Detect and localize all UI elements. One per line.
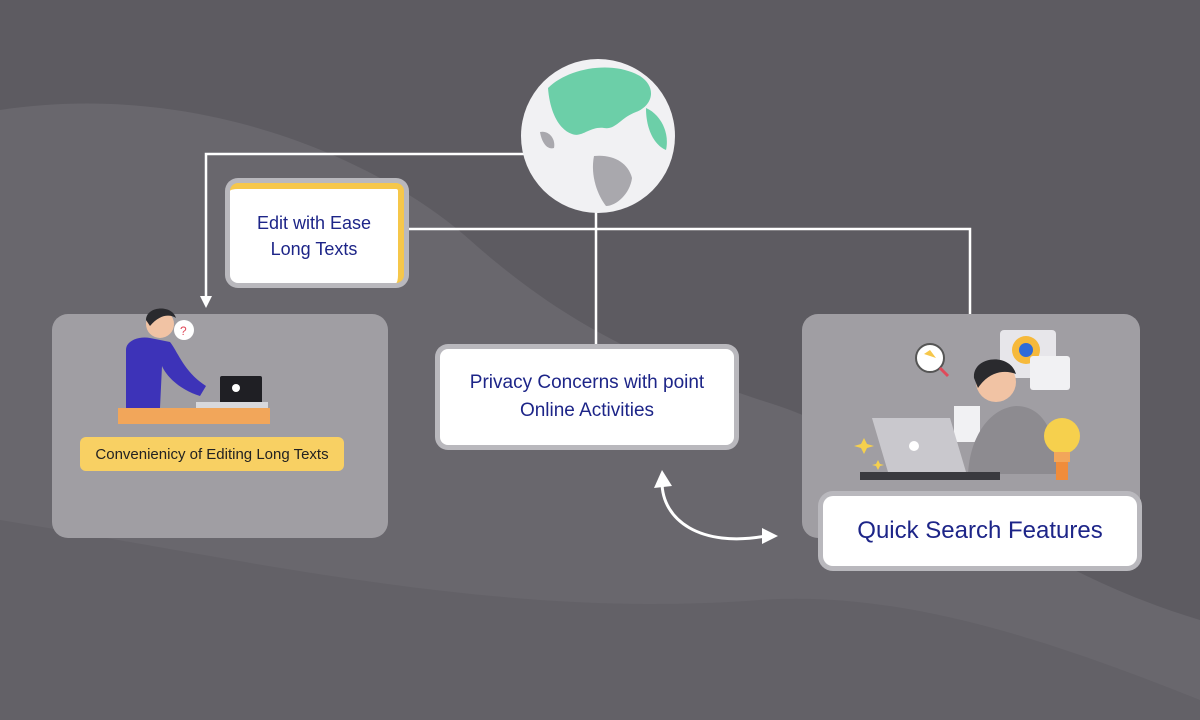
- edit-card-line2: Long Texts: [270, 239, 358, 259]
- quick-search-label: Quick Search Features: [857, 516, 1103, 544]
- svg-text:?: ?: [180, 324, 187, 338]
- globe-icon: [521, 59, 675, 213]
- lightbulb-icon: [1044, 418, 1080, 480]
- magnifier-icon: [915, 343, 950, 378]
- privacy-card-line1: Privacy Concerns with point: [469, 372, 705, 394]
- privacy-concerns-card: Privacy Concerns with point Online Activ…: [440, 349, 734, 445]
- sparkle-icon: [854, 438, 884, 470]
- double-arrow-icon: [654, 470, 778, 544]
- convenience-label: Convenienicy of Editing Long Texts: [80, 437, 344, 471]
- convenience-panel: [52, 314, 388, 538]
- edit-with-ease-card: Edit with Ease Long Texts: [230, 183, 404, 283]
- privacy-card-line2: Online Activities: [519, 400, 655, 421]
- edit-card-line1: Edit with Ease: [256, 212, 372, 233]
- person-laptop-icon: [854, 330, 1080, 480]
- person-laptop-icon: ?: [118, 308, 270, 424]
- quick-search-card: Quick Search Features: [823, 496, 1137, 566]
